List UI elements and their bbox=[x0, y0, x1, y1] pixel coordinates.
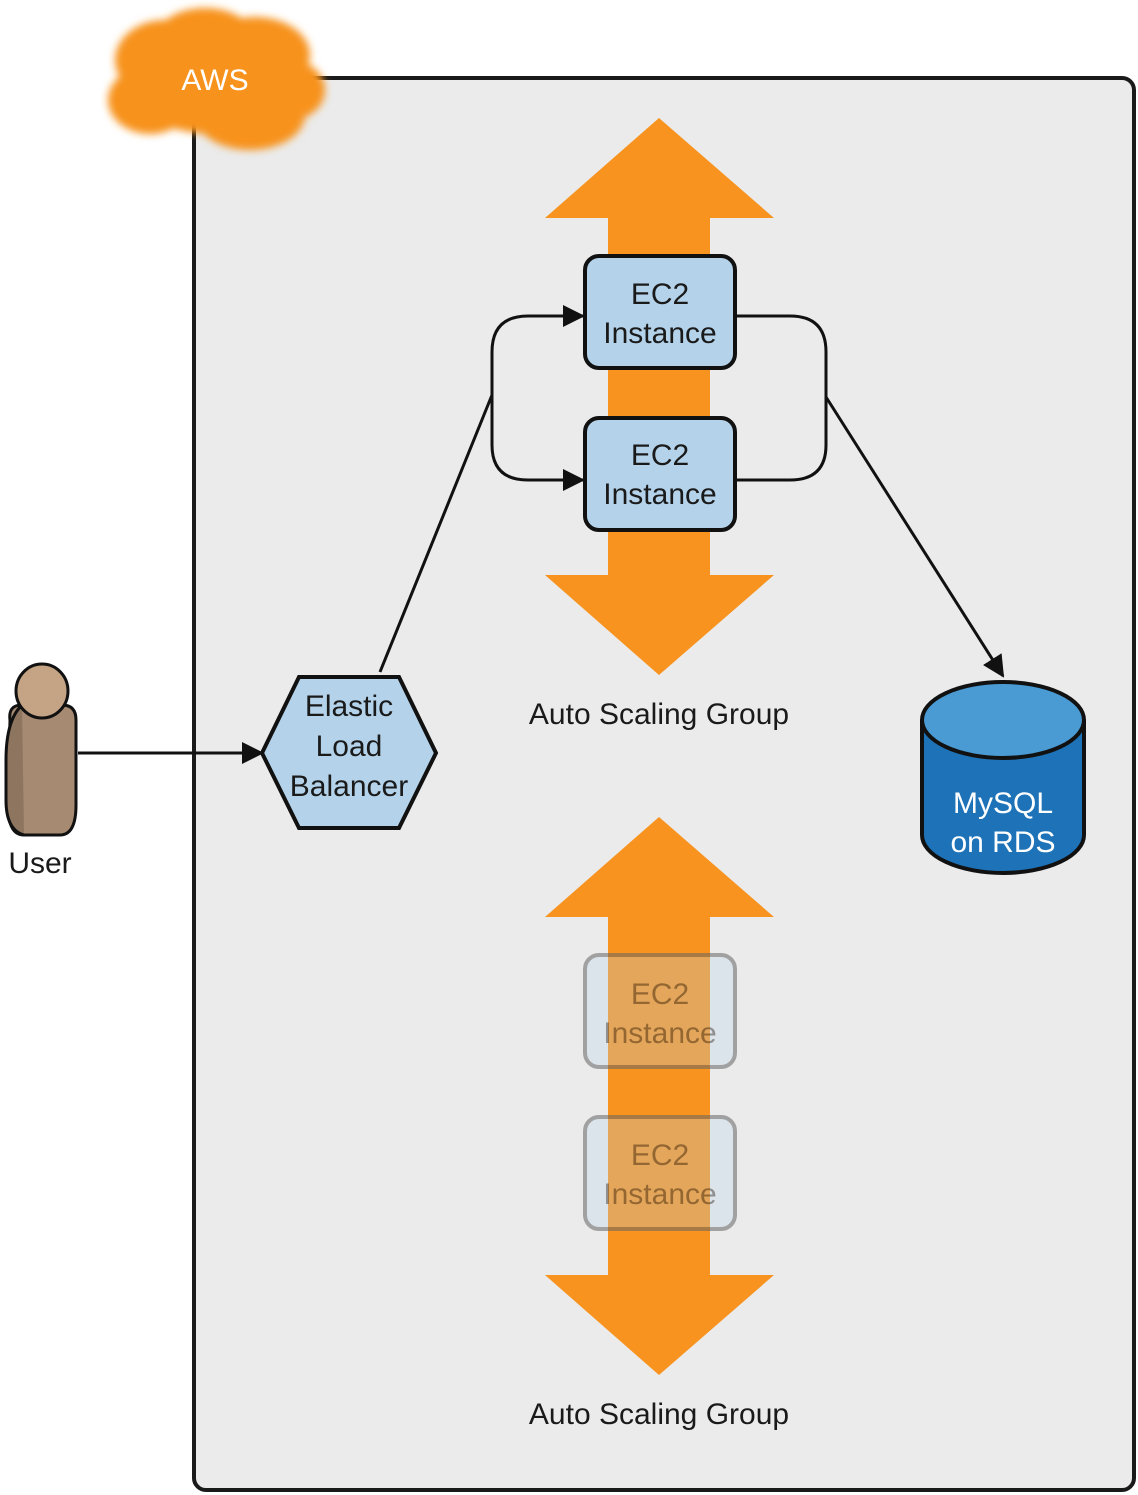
elb-line3: Balancer bbox=[290, 770, 408, 803]
ec2-instance-line2: Instance bbox=[603, 317, 716, 350]
ec2-instance-inactive-1: EC2 Instance bbox=[583, 953, 737, 1069]
elb-to-instances-connector bbox=[378, 394, 494, 673]
branch-to-instance-2-connector bbox=[490, 395, 585, 491]
user-label: User bbox=[8, 847, 71, 880]
ec2-instance-line2: Instance bbox=[603, 478, 716, 511]
elb-line1: Elastic bbox=[305, 690, 393, 723]
instance-1-to-db-connector bbox=[735, 314, 828, 397]
instance-2-to-db-connector bbox=[735, 397, 828, 482]
ec2-instance-line1: EC2 bbox=[631, 1139, 689, 1172]
branch-to-instance-1-connector bbox=[490, 305, 585, 395]
ec2-instance-line2: Instance bbox=[603, 1017, 716, 1050]
elastic-load-balancer: Elastic Load Balancer bbox=[259, 675, 439, 830]
aws-label: AWS bbox=[181, 64, 248, 97]
active-group-label: Auto Scaling Group bbox=[529, 698, 789, 731]
active-scaling-arrow bbox=[545, 118, 774, 675]
aws-cloud: AWS bbox=[108, 8, 325, 150]
mysql-rds-database: MySQL on RDS bbox=[920, 680, 1086, 875]
ec2-instance-line1: EC2 bbox=[631, 978, 689, 1011]
inactive-group-label: Auto Scaling Group bbox=[529, 1398, 789, 1431]
ec2-instance-active-1: EC2 Instance bbox=[583, 254, 737, 370]
ec2-instance-line1: EC2 bbox=[631, 278, 689, 311]
ec2-instance-line2: Instance bbox=[603, 1178, 716, 1211]
aws-container bbox=[192, 76, 1136, 1492]
ec2-instance-active-2: EC2 Instance bbox=[583, 416, 737, 532]
db-line2: on RDS bbox=[950, 826, 1055, 859]
ec2-instance-line1: EC2 bbox=[631, 439, 689, 472]
ec2-instance-inactive-2: EC2 Instance bbox=[583, 1115, 737, 1231]
elb-line2: Load bbox=[316, 730, 383, 763]
user-person-icon: User bbox=[4, 662, 78, 880]
branch-to-db-connector bbox=[824, 396, 1005, 678]
inactive-scaling-arrow bbox=[545, 817, 774, 1375]
db-line1: MySQL bbox=[953, 787, 1053, 820]
